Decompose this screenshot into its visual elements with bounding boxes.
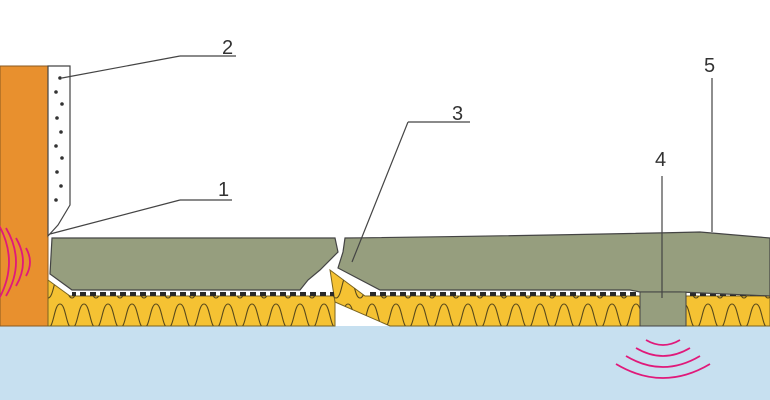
base-slab: [0, 326, 770, 400]
leader-line-1: [49, 199, 181, 235]
insulation-layer: [47, 268, 770, 327]
sound-waves-wall: [0, 225, 31, 299]
callout-3: 3: [452, 103, 463, 125]
callout-5: 5: [704, 55, 715, 77]
leader-line-3: [351, 121, 409, 263]
sound-waves-floor: [615, 339, 711, 379]
leader-line-2: [61, 55, 181, 79]
edge-strip: [47, 65, 71, 238]
callout-2: 2: [222, 37, 233, 59]
callout-1: 1: [218, 179, 229, 201]
acoustic-bridge: [639, 291, 687, 327]
wall: [0, 65, 49, 327]
callout-4: 4: [655, 149, 666, 171]
